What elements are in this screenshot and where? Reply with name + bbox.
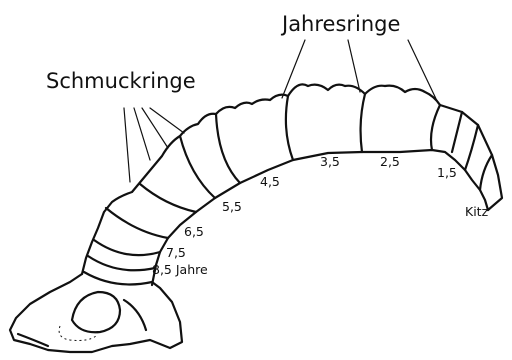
ring-line-6 — [140, 184, 196, 212]
label-age-5-5: 5,5 — [222, 199, 242, 214]
label-age-8-5: 8,5 Jahre — [152, 262, 208, 277]
label-age-6-5: 6,5 — [184, 224, 204, 239]
pointer-jahresringe-2 — [348, 40, 360, 92]
ring-line-3 — [286, 96, 293, 160]
label-age-1-5: 1,5 — [437, 165, 457, 180]
pointer-jahresringe-3 — [408, 40, 438, 103]
ring-line-8 — [94, 240, 160, 255]
ring-line-2 — [361, 94, 365, 152]
label-age-7-5: 7,5 — [166, 245, 186, 260]
kitz-segment-2 — [465, 125, 478, 170]
pointer-schmuckringe-3 — [142, 108, 168, 148]
kitz-segment-1 — [452, 112, 462, 152]
title-jahresringe: Jahresringe — [280, 12, 400, 36]
label-age-3-5: 3,5 — [320, 154, 340, 169]
title-schmuckringe: Schmuckringe — [46, 69, 196, 93]
skull-ridge — [124, 300, 146, 330]
ring-line-9 — [88, 256, 155, 270]
eye-socket — [72, 292, 120, 332]
ring-line-5 — [180, 136, 215, 198]
label-age-2-5: 2,5 — [380, 154, 400, 169]
kitz-segment-3 — [480, 155, 492, 190]
ring-line-10 — [84, 272, 152, 284]
label-kitz: Kitz — [465, 204, 489, 219]
skull-suture — [59, 326, 96, 341]
ring-line-7 — [106, 208, 168, 238]
ring-line-4 — [216, 114, 240, 183]
ring-line-1 — [431, 105, 440, 150]
label-age-4-5: 4,5 — [260, 174, 280, 189]
pointer-schmuckringe-1 — [124, 108, 130, 182]
